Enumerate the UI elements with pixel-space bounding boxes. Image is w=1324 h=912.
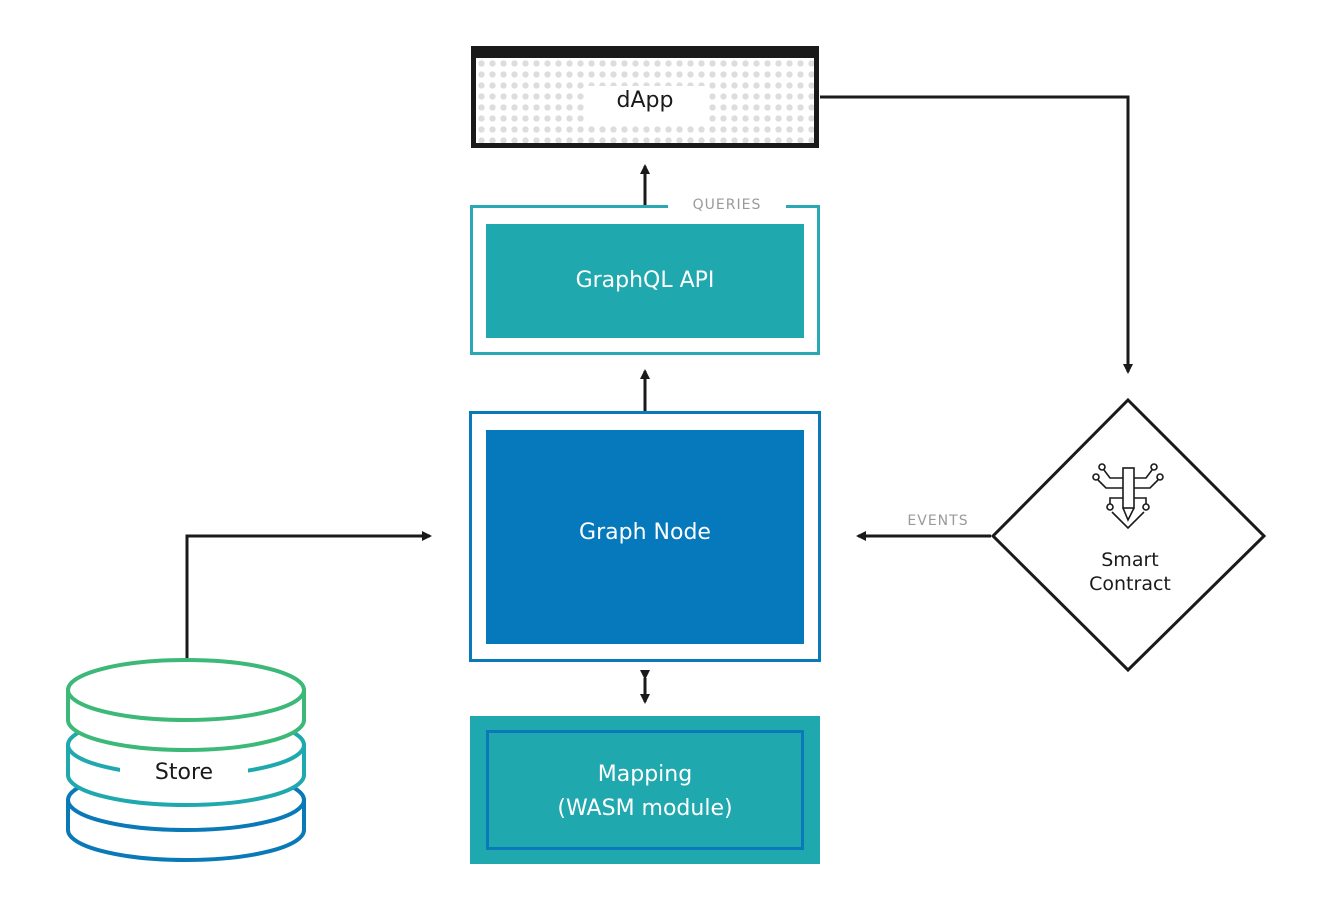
graph-node-label: Graph Node [579,520,711,545]
store-label-background [120,760,248,790]
dapp-box: dApp [471,46,819,148]
dapp-label-background [586,86,706,122]
smart-contract-diamond [990,397,1267,673]
queries-gap [668,200,786,212]
graphql-api-label: GraphQL API [575,268,715,293]
store-label: Store [154,760,214,785]
events-label: EVENTS [907,513,969,529]
arrow-dapp-to-contract [820,95,1133,374]
mapping-sublabel: (WASM module) [557,796,733,821]
graphql-api-box [486,224,804,338]
store-disk-top-top [66,658,306,722]
arrow-store-to-graphnode [185,531,432,660]
dapp-label: dApp [616,88,674,113]
graph-node-box [486,430,804,644]
queries-label: QUERIES [692,197,762,213]
mapping-inner-frame [486,730,804,850]
smart-contract-label-line1: Smart [1101,549,1159,571]
circuit-pen-icon [1092,463,1164,530]
mapping-box [470,716,820,864]
smart-contract-label-line2: Contract [1089,573,1171,595]
mapping-label: Mapping [597,762,693,787]
